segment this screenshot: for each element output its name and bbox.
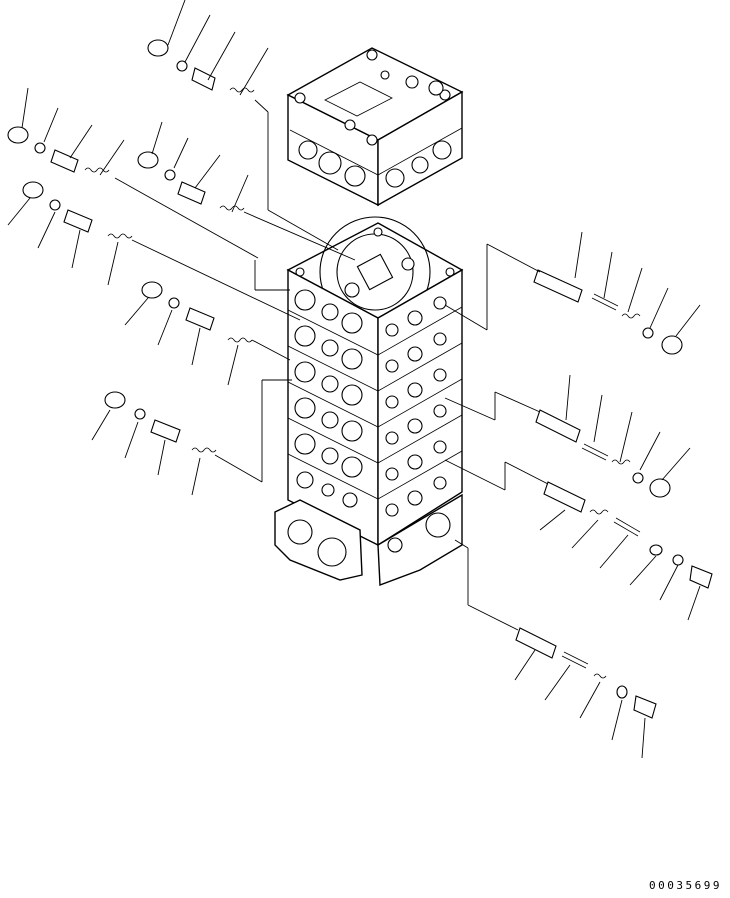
valve-body-stack [274, 216, 464, 586]
valve-top-cover [286, 47, 464, 207]
right-side-parts [515, 269, 713, 719]
right-leader-lines [444, 231, 701, 759]
left-leader-lines [7, 0, 356, 496]
left-upper-parts [7, 39, 255, 453]
drawing-number: 00035699 [649, 879, 722, 892]
